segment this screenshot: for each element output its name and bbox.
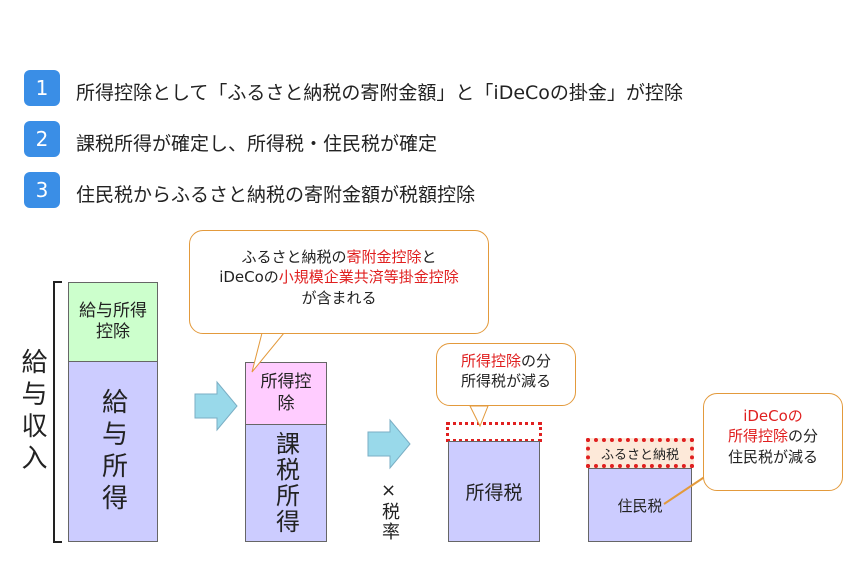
income-tax-box: 所得税 bbox=[448, 441, 540, 542]
salary-income-bracket bbox=[53, 281, 62, 543]
callout-deductions: ふるさと納税の寄附金控除と iDeCoの小規模企業共済等掛金控除 が含まれる bbox=[189, 230, 489, 334]
callout-income-tax: 所得控除の分 所得税が減る bbox=[436, 343, 576, 406]
callout-resident-tax: iDeCoの 所得控除の分 住民税が減る bbox=[703, 393, 843, 491]
tax-rate-label: 税率 bbox=[379, 502, 400, 542]
step-1-badge: 1 bbox=[24, 70, 60, 106]
income-tax-reduction-highlight bbox=[446, 422, 542, 442]
furusato-tax-credit-box: ふるさと納税 bbox=[586, 438, 694, 468]
step-2-text: 課税所得が確定し、所得税・住民税が確定 bbox=[76, 133, 438, 155]
salary-income-label: 給与収入 bbox=[17, 348, 47, 476]
income-deduction-box: 所得控除 bbox=[245, 362, 327, 425]
arrow-right-icon-2 bbox=[367, 418, 411, 470]
step-3-text: 住民税からふるさと納税の寄附金額が税額控除 bbox=[76, 184, 476, 206]
salary-income-box: 給与所得 bbox=[68, 361, 158, 542]
step-3-badge: 3 bbox=[24, 172, 60, 208]
step-2-badge: 2 bbox=[24, 121, 60, 157]
arrow-right-icon bbox=[194, 380, 238, 432]
salary-deduction-box: 給与所得控除 bbox=[68, 282, 158, 362]
resident-tax-box: 住民税 bbox=[588, 468, 692, 542]
taxable-income-box: 課税所得 bbox=[245, 424, 327, 542]
step-1-text: 所得控除として「ふるさと納税の寄附金額」と「iDeCoの掛金」が控除 bbox=[76, 82, 683, 104]
multiply-sign: × bbox=[381, 480, 397, 501]
